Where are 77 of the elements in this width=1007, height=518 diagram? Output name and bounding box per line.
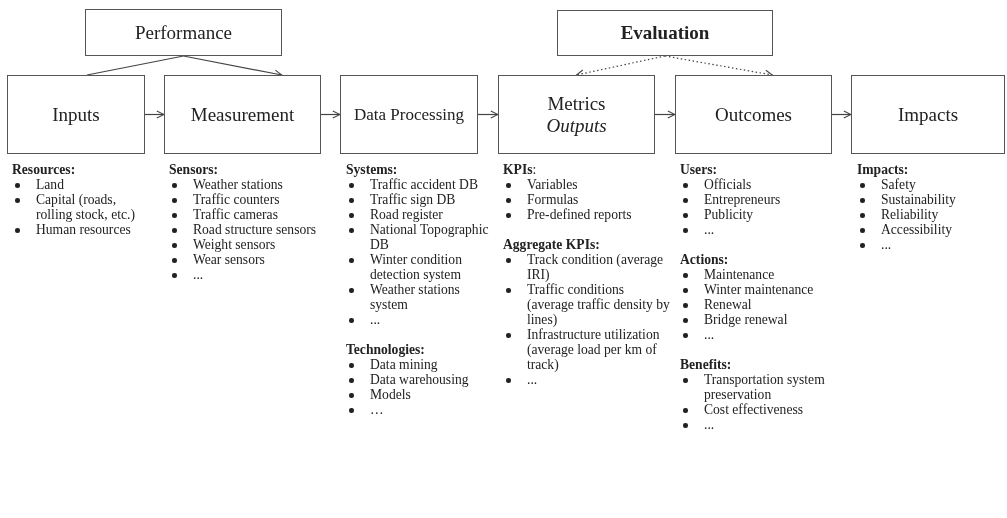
section-heading: Users: [680, 162, 718, 177]
list-item: ... [346, 312, 496, 327]
list-item: ... [680, 327, 840, 342]
section-heading: Sensors: [169, 162, 220, 177]
list-item: Publicity [680, 207, 840, 222]
node-label: Metrics [547, 92, 606, 115]
process-box [7, 75, 145, 154]
list-item: Reliability [857, 207, 997, 222]
process-box [851, 75, 1005, 154]
list-item: Capital (roads, rolling stock, etc.) [12, 192, 152, 222]
node-label: Performance [134, 21, 233, 44]
list-item: Traffic counters [169, 192, 329, 207]
list-item: Weather stations [169, 177, 329, 192]
section-heading: Resources: [12, 162, 77, 177]
list-item: Data mining [346, 357, 496, 372]
list-item: Traffic cameras [169, 207, 329, 222]
list-item: Models [346, 387, 496, 402]
process-box [164, 75, 321, 154]
process-box [557, 10, 773, 56]
list-item: Weight sensors [169, 237, 329, 252]
node-label: Inputs [52, 103, 100, 126]
list-item: ... [503, 372, 673, 387]
list-item: Road structure sensors [169, 222, 329, 237]
list-item: Traffic sign DB [346, 192, 496, 207]
list-item: Maintenance [680, 267, 840, 282]
list-item: Track condition (average IRI) [503, 252, 673, 282]
list-item: Pre-defined reports [503, 207, 673, 222]
list-item: Safety [857, 177, 997, 192]
process-box [85, 9, 282, 56]
node-label: Evaluation [620, 22, 710, 44]
section-heading: Systems: [346, 162, 399, 177]
section-heading: Impacts: [857, 162, 910, 177]
arrow [831, 110, 852, 119]
list-item: Formulas [503, 192, 673, 207]
section-heading: Technologies: [346, 342, 426, 357]
list-item: Road register [346, 207, 496, 222]
process-box [675, 75, 832, 154]
list-item: Human resources [12, 222, 152, 237]
list-item: Variables [503, 177, 673, 192]
node-label: Outputs [546, 114, 607, 137]
list-item: Traffic conditions (average traffic density by lines) [503, 282, 673, 327]
list-item: Cost effectiveness [680, 402, 840, 417]
list-item: Land [12, 177, 152, 192]
node-label: Impacts [897, 103, 959, 126]
node-label: Measurement [190, 103, 295, 126]
list-item: Infrastructure utilization (average load per km of track) [503, 327, 673, 372]
list-item: Weather stations system [346, 282, 496, 312]
process-box [498, 75, 655, 154]
arrow [477, 110, 499, 119]
list-item: … [346, 402, 496, 417]
list-item: Renewal [680, 297, 840, 312]
section-heading: Aggregate KPIs: [503, 237, 601, 252]
section-heading: Benefits: [680, 357, 733, 372]
list-item: Traffic accident DB [346, 177, 496, 192]
node-label: Data Processing [354, 103, 464, 126]
list-item: Data warehousing [346, 372, 496, 387]
list-item: Wear sensors [169, 252, 329, 267]
list-item: Winter condition detection system [346, 252, 496, 282]
list-item: Winter maintenance [680, 282, 840, 297]
list-item: ... [169, 267, 329, 282]
list-item: Officials [680, 177, 840, 192]
process-box [340, 75, 478, 154]
list-item: ... [857, 237, 997, 252]
list-item: Entrepreneurs [680, 192, 840, 207]
arrow [320, 110, 341, 119]
section-heading: Actions: [680, 252, 730, 267]
list-item: ... [680, 222, 840, 237]
list-item: Accessibility [857, 222, 997, 237]
arrow [654, 110, 676, 119]
list-item: National Topographic DB [346, 222, 496, 252]
list-item: Bridge renewal [680, 312, 840, 327]
list-item: Transportation system preservation [680, 372, 840, 402]
list-item: ... [680, 417, 840, 432]
section-heading: KPIs: [503, 162, 538, 177]
list-item: Sustainability [857, 192, 997, 207]
arrow [144, 110, 165, 119]
node-label: Outcomes [714, 103, 792, 126]
